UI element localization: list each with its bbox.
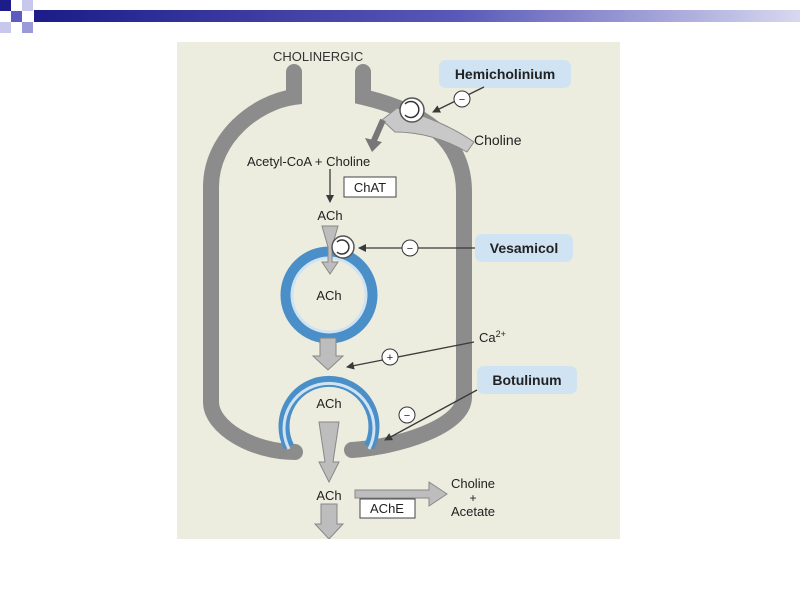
product-plus-label: +	[469, 491, 476, 505]
fusing-vesicle-inner	[282, 381, 376, 450]
ach-fusing-label: ACh	[316, 396, 341, 411]
hemicholinium-label: Hemicholinium	[455, 66, 555, 82]
hemicholinium-minus-sign: −	[459, 94, 465, 106]
chat-enzyme-box	[343, 176, 397, 198]
vesamicol-minus-sign-icon	[401, 239, 419, 257]
slide-square-4	[0, 22, 11, 33]
slide-title-bar	[34, 10, 800, 22]
calcium-plus-sign-icon	[381, 348, 399, 366]
slide-square-5	[22, 0, 33, 11]
ache-enzyme-box	[359, 498, 416, 519]
calcium-plus-sign: +	[387, 352, 393, 364]
calcium-label: Ca2+	[479, 329, 506, 345]
terminal-membrane-left	[203, 64, 303, 460]
transporter-rotation-icon	[404, 100, 420, 119]
chat-enzyme-label: ChAT	[354, 180, 386, 195]
botulinum-minus-sign: −	[404, 410, 410, 422]
botulinum-inhibition-arrow	[384, 389, 478, 441]
product-acetate-label: Acetate	[451, 504, 495, 519]
slide-square-2	[11, 11, 22, 22]
vesicle-transit-arrow	[311, 337, 345, 371]
diagram-title: CHOLINERGIC	[273, 49, 363, 64]
ach-cleft-label: ACh	[316, 488, 341, 503]
vesamicol-label-box	[475, 234, 573, 262]
hydrolysis-arrow	[354, 481, 448, 507]
choline-label: Choline	[474, 132, 522, 148]
ache-enzyme-label: AChE	[370, 501, 404, 516]
choline-into-cell-head	[365, 138, 382, 152]
vesamicol-label: Vesamicol	[490, 240, 559, 256]
botulinum-minus-sign-icon	[398, 406, 416, 424]
calcium-influx-arrow	[346, 341, 475, 370]
ach-diffusion-arrow	[313, 503, 345, 540]
hemicholinium-minus-sign-icon	[453, 90, 471, 108]
ach-vesicle-label: ACh	[316, 288, 341, 303]
vesicle-transporter-icon	[331, 235, 355, 259]
ach-release-arrow	[318, 421, 340, 484]
cholinergic-synapse-diagram: CHOLINERGIC Hemicholinium − Choline Acet…	[177, 42, 620, 540]
botulinum-label: Botulinum	[492, 372, 561, 388]
slide-square-3	[22, 22, 33, 33]
acetyl-coa-label: Acetyl-CoA + Choline	[247, 154, 370, 169]
ach-cytoplasm-label: ACh	[317, 208, 342, 223]
hemicholinium-label-box	[439, 60, 571, 88]
slide-square-1	[0, 0, 11, 11]
vesicle-transporter-rotation-icon	[336, 239, 350, 255]
diagram-canvas: CHOLINERGIC Hemicholinium − Choline Acet…	[177, 42, 620, 540]
vesamicol-minus-sign: −	[407, 243, 413, 255]
product-choline-label: Choline	[451, 476, 495, 491]
botulinum-label-box	[477, 366, 577, 394]
ach-loading-arrow	[321, 225, 339, 275]
